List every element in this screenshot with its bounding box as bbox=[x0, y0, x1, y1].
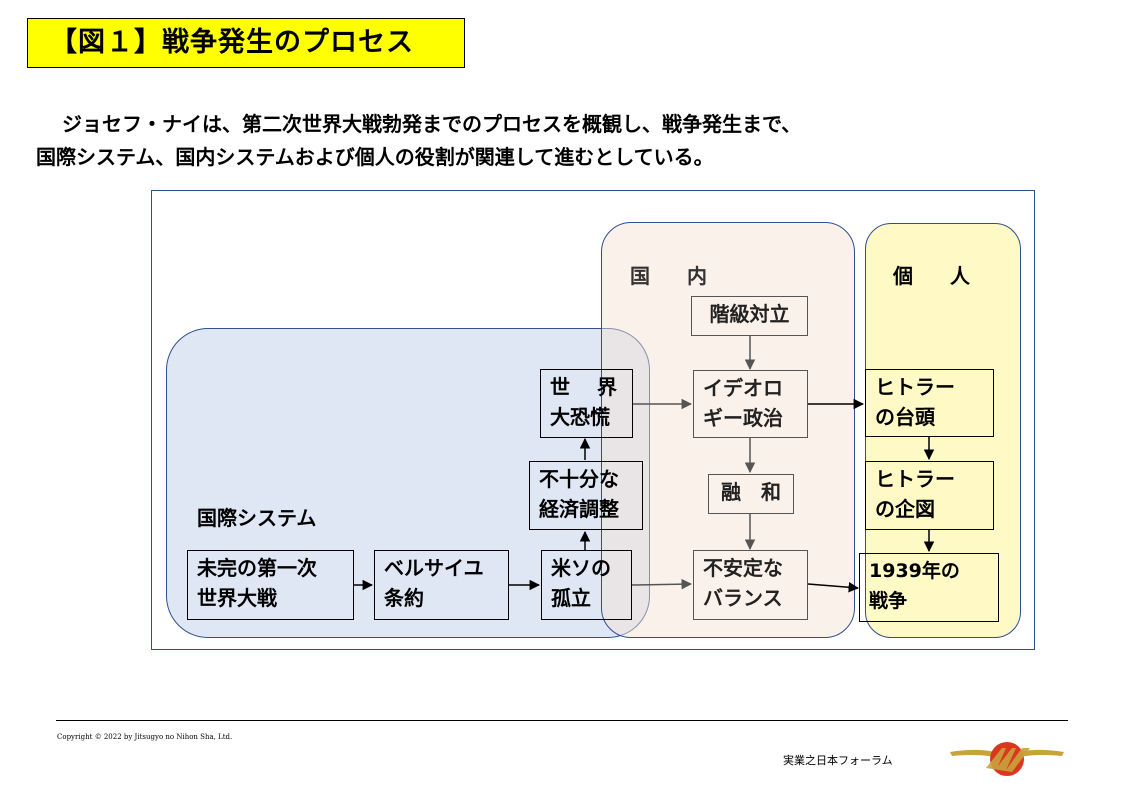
node-unstable-balance: 不安定な バランス bbox=[693, 550, 808, 620]
node-class-conflict: 階級対立 bbox=[691, 296, 808, 336]
brand-name: 実業之日本フォーラム bbox=[783, 754, 893, 767]
node-hitler-plan: ヒトラー の企図 bbox=[865, 461, 994, 530]
page-title: 【図１】戦争発生のプロセス bbox=[27, 18, 465, 68]
intro-line-1: ジョセフ・ナイは、第二次世界大戦勃発までのプロセスを概観し、戦争発生まで、 bbox=[62, 112, 802, 136]
label-international: 国際システム bbox=[197, 506, 317, 530]
label-domestic: 国 内 bbox=[630, 264, 722, 288]
node-wwi-unfinished: 未完の第一次 世界大戦 bbox=[187, 550, 354, 620]
node-hitler-rise: ヒトラー の台頭 bbox=[865, 369, 994, 437]
node-war-1939: 1939年の 戦争 bbox=[859, 553, 999, 622]
node-insufficient-econ: 不十分な 経済調整 bbox=[529, 461, 643, 530]
label-individual: 個 人 bbox=[893, 264, 985, 288]
node-ideology-politics: イデオロ ギー政治 bbox=[693, 370, 808, 438]
node-appeasement: 融 和 bbox=[708, 474, 794, 514]
region-domestic bbox=[601, 222, 855, 638]
node-versailles: ベルサイユ 条約 bbox=[374, 550, 509, 620]
arrow-balance-to-war bbox=[807, 582, 860, 593]
diagram-frame bbox=[151, 190, 1035, 650]
node-us-soviet-isolation: 米ソの 孤立 bbox=[541, 550, 632, 620]
copyright-text: Copyright © 2022 by Jitsugyo no Nihon Sh… bbox=[57, 733, 233, 741]
footer-divider bbox=[56, 720, 1068, 721]
intro-line-2: 国際システム、国内システムおよび個人の役割が関連して進むとしている。 bbox=[36, 145, 714, 169]
region-individual bbox=[865, 223, 1021, 638]
jnf-logo-icon bbox=[950, 742, 1064, 776]
region-international bbox=[166, 328, 650, 638]
node-great-depression: 世 界 大恐慌 bbox=[540, 369, 633, 438]
arrow-isolation-to-balance bbox=[631, 578, 693, 590]
intro-text: ジョセフ・ナイは、第二次世界大戦勃発までのプロセスを概観し、戦争発生まで、 国際… bbox=[36, 108, 986, 174]
